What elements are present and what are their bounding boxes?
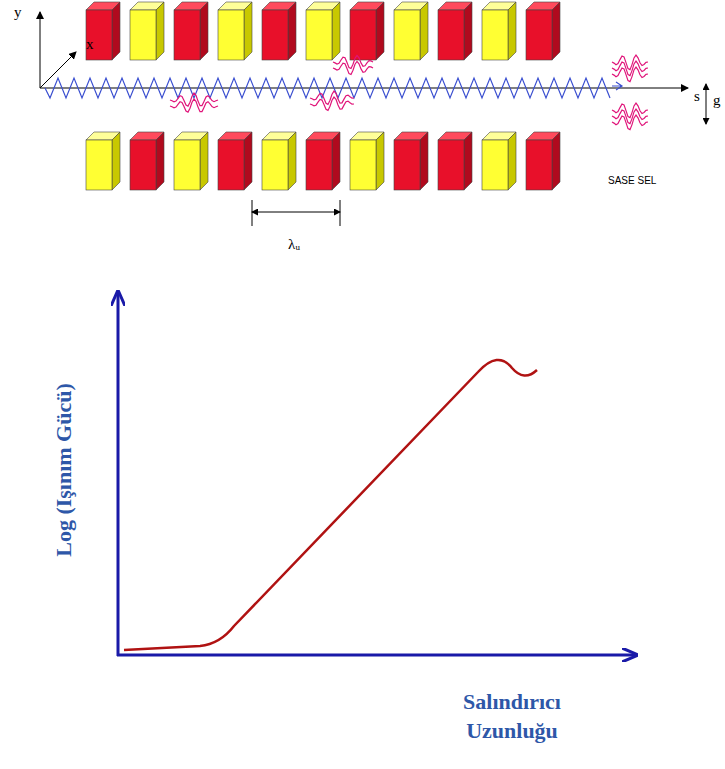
- magnet-block: [174, 10, 200, 60]
- magnet-side: [156, 132, 164, 190]
- wave-packet: [612, 103, 648, 118]
- wave-packet: [333, 55, 373, 68]
- period-label: λᵤ: [288, 236, 300, 253]
- chart-axis-title: Log (Işınım Gücü): [51, 383, 77, 557]
- axis-label: s: [694, 88, 700, 105]
- period-tick: [252, 200, 253, 226]
- wave-packet: [612, 115, 648, 130]
- magnet-block: [394, 10, 420, 60]
- magnet-block: [262, 10, 288, 60]
- magnet-side: [288, 2, 296, 60]
- sase-label: SASE SEL: [608, 175, 656, 186]
- wave-packet: [310, 91, 354, 104]
- magnet-block: [218, 10, 244, 60]
- magnet-side: [464, 2, 472, 60]
- magnet-block: [394, 140, 420, 190]
- magnet-side: [376, 2, 384, 60]
- radiation-waves: [170, 55, 648, 130]
- magnet-side: [332, 132, 340, 190]
- magnet-side: [508, 132, 516, 190]
- beam-path: [45, 78, 610, 98]
- period-tick: [340, 200, 341, 226]
- chart-axis-title: Salındırıcı Uzunluğu: [437, 688, 587, 745]
- magnet-block: [218, 140, 244, 190]
- magnet-block: [438, 140, 464, 190]
- magnet-side: [552, 132, 560, 190]
- magnet-block: [174, 140, 200, 190]
- magnet-block: [482, 10, 508, 60]
- magnet-block: [526, 10, 552, 60]
- magnet-side: [200, 2, 208, 60]
- magnet-side: [288, 132, 296, 190]
- wave-packet: [170, 99, 218, 112]
- power-curve: [124, 360, 537, 650]
- magnet-side: [244, 132, 252, 190]
- magnet-rows: [86, 2, 560, 190]
- s-axis: [40, 88, 688, 89]
- wave-packet: [310, 97, 354, 110]
- gap-arrow: [706, 84, 707, 124]
- axis-label: y: [14, 4, 22, 21]
- wave-packet: [333, 61, 373, 74]
- magnet-side: [112, 2, 120, 60]
- magnet-block: [350, 140, 376, 190]
- electron-beam: [45, 78, 622, 98]
- magnet-side: [244, 2, 252, 60]
- wave-packet: [612, 55, 648, 70]
- magnet-block: [130, 10, 156, 60]
- gap-label: g: [713, 92, 721, 109]
- x-axis: [40, 52, 76, 88]
- magnet-side: [376, 132, 384, 190]
- chart-y-axis: [117, 292, 120, 656]
- magnet-side: [332, 2, 340, 60]
- period-arrow: [252, 212, 340, 213]
- magnet-side: [200, 132, 208, 190]
- magnet-side: [464, 132, 472, 190]
- axis-label: x: [86, 36, 94, 53]
- magnet-side: [508, 2, 516, 60]
- magnet-block: [350, 10, 376, 60]
- magnet-block: [262, 140, 288, 190]
- magnet-side: [552, 2, 560, 60]
- magnet-side: [112, 132, 120, 190]
- magnet-side: [420, 2, 428, 60]
- magnet-side: [420, 132, 428, 190]
- wave-packet: [612, 67, 648, 82]
- magnet-block: [130, 140, 156, 190]
- magnet-side: [156, 2, 164, 60]
- chart-x-axis: [117, 654, 636, 657]
- magnet-block: [526, 140, 552, 190]
- magnet-block: [86, 10, 112, 60]
- magnet-block: [306, 140, 332, 190]
- wave-packet: [612, 109, 648, 124]
- wave-packet: [612, 61, 648, 76]
- magnet-block: [306, 10, 332, 60]
- beam-head: [612, 82, 622, 90]
- magnet-block: [438, 10, 464, 60]
- magnet-block: [482, 140, 508, 190]
- y-axis: [40, 12, 41, 88]
- magnet-block: [86, 140, 112, 190]
